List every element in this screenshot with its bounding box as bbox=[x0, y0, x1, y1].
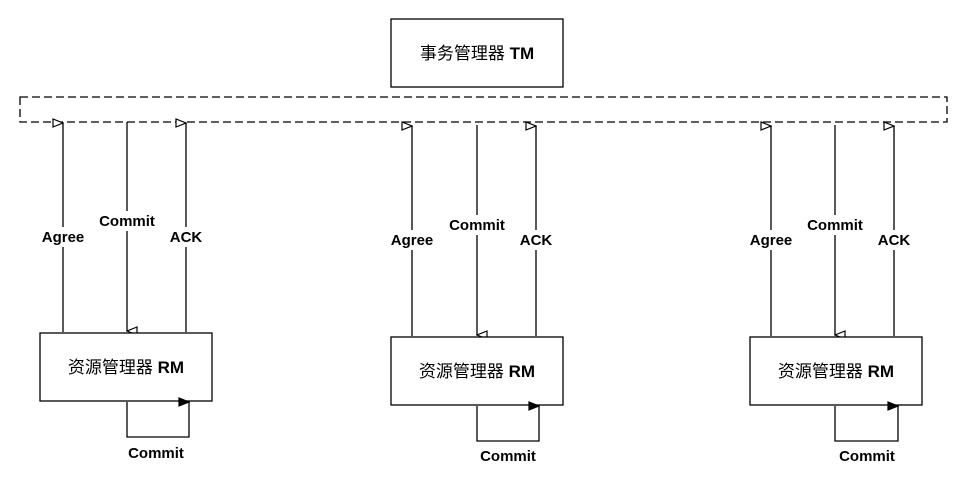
svg-text:资源管理器 RM: 资源管理器 RM bbox=[419, 362, 535, 381]
participant-2: Agree Commit ACK 资源管理器 RM Commit bbox=[387, 125, 564, 465]
self-commit-label-1: Commit bbox=[128, 445, 184, 462]
commit-label-1: Commit bbox=[99, 213, 155, 230]
transaction-manager-box: 事务管理器 TM bbox=[390, 18, 564, 88]
rm-name-3: 资源管理器 bbox=[778, 362, 863, 381]
svg-text:资源管理器 RM: 资源管理器 RM bbox=[778, 362, 894, 381]
agree-label-1: Agree bbox=[42, 229, 85, 246]
commit-label-3: Commit bbox=[807, 217, 863, 234]
self-commit-loop-2 bbox=[476, 406, 539, 442]
self-commit-label-3: Commit bbox=[839, 448, 895, 465]
resource-manager-box-2 bbox=[390, 336, 564, 406]
tm-code: TM bbox=[510, 44, 535, 63]
message-bus bbox=[19, 96, 948, 123]
agree-label-2: Agree bbox=[391, 232, 434, 249]
self-commit-loop-1 bbox=[126, 402, 189, 438]
resource-manager-box-3 bbox=[749, 336, 923, 406]
rm-code-2: RM bbox=[509, 362, 535, 381]
ack-label-2: ACK bbox=[520, 232, 553, 249]
ack-label-1: ACK bbox=[170, 229, 203, 246]
svg-text:资源管理器 RM: 资源管理器 RM bbox=[68, 358, 184, 377]
resource-manager-box-1 bbox=[39, 332, 213, 402]
rm-code-3: RM bbox=[868, 362, 894, 381]
tm-name: 事务管理器 bbox=[420, 44, 505, 63]
commit-label-2: Commit bbox=[449, 217, 505, 234]
rm-name-2: 资源管理器 bbox=[419, 362, 504, 381]
agree-label-3: Agree bbox=[750, 232, 793, 249]
self-commit-loop-3 bbox=[834, 406, 898, 442]
rm-name-1: 资源管理器 bbox=[68, 358, 153, 377]
ack-label-3: ACK bbox=[878, 232, 911, 249]
rm-code-1: RM bbox=[158, 358, 184, 377]
participant-3: Agree Commit ACK 资源管理器 RM Commit bbox=[746, 125, 923, 465]
participant-1: Agree Commit ACK 资源管理器 RM Commit bbox=[38, 122, 213, 462]
self-commit-label-2: Commit bbox=[480, 448, 536, 465]
svg-text:事务管理器 TM: 事务管理器 TM bbox=[420, 44, 534, 63]
